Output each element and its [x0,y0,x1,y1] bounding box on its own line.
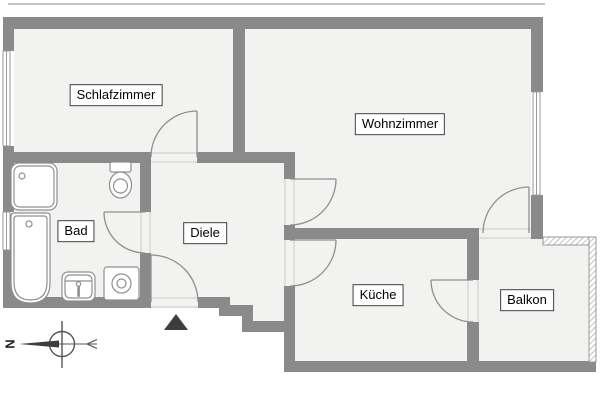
kueche-balkon-door [430,279,474,323]
washbasin-icon [61,271,96,302]
windows [2,50,541,251]
wall-bottom [284,361,596,372]
bad-door-opening [140,212,151,253]
door-thresholds [140,152,531,322]
entrance-arrow-icon [164,314,188,330]
entrance-door-opening [151,297,198,308]
walls [3,17,596,372]
wall-diele-kueche-lower [284,286,295,322]
washing-machine-icon [103,266,140,301]
room-label-balkon: Balkon [500,289,554,311]
wohnzimmer-door-opening [284,179,295,225]
wall-step-1 [198,297,230,308]
balcony-railing [542,236,597,363]
schlafzimmer-door [150,110,198,158]
room-label-kueche: Küche [352,284,404,306]
bad-door [103,211,146,254]
wall-bad-bottom [3,297,151,308]
toilet-icon [108,161,133,199]
wall-schlafzimmer-bad [3,152,151,163]
wall-right-upper [531,17,543,92]
wall-right-lower [531,195,543,239]
balcony-railing-top [542,236,597,246]
kueche-balkon-door-opening [467,280,479,322]
room-label-bad: Bad [57,220,95,242]
balcony-railing-right [588,236,597,363]
wall-step-3 [219,305,253,316]
kueche-door-opening [284,240,295,286]
wall-kueche-left [284,321,295,372]
wall-bad-diele-upper [140,163,151,212]
compass-icon [19,321,98,368]
wall-step-5 [242,321,295,332]
compass-north-label: N [2,339,18,349]
wall-wohnzimmer-kueche [284,228,479,239]
wall-step-4 [242,305,253,332]
wall-kueche-balkon-upper [467,228,479,280]
wall-diele-wohnzimmer-upper [284,163,295,179]
schlafzimmer-door-opening [151,152,197,163]
room-label-wohnzimmer: Wohnzimmer [354,113,446,135]
bathroom-fixtures [10,161,140,304]
wall-left-lower [3,250,14,308]
shower-icon [10,162,58,211]
wall-kueche-balkon-lower [467,322,479,372]
room-label-diele: Diele [183,222,227,244]
room-label-schlafzimmer: Schlafzimmer [69,84,163,106]
wohnzimmer-door [289,178,337,226]
entrance-door [150,254,199,303]
wall-schlafzimmer-diele [197,152,295,163]
kueche-door [289,239,337,287]
wohnzimmer-balkon-door-opening [479,228,531,239]
wall-top [3,17,543,29]
wall-bad-diele-lower [140,253,151,297]
wall-schlafzimmer-wohnzimmer [233,17,245,163]
wall-left-middle [3,146,14,212]
doors [103,110,530,323]
bathtub-icon [10,212,51,304]
wohnzimmer-balkon-door [482,186,530,234]
wall-left-upper [3,17,14,51]
